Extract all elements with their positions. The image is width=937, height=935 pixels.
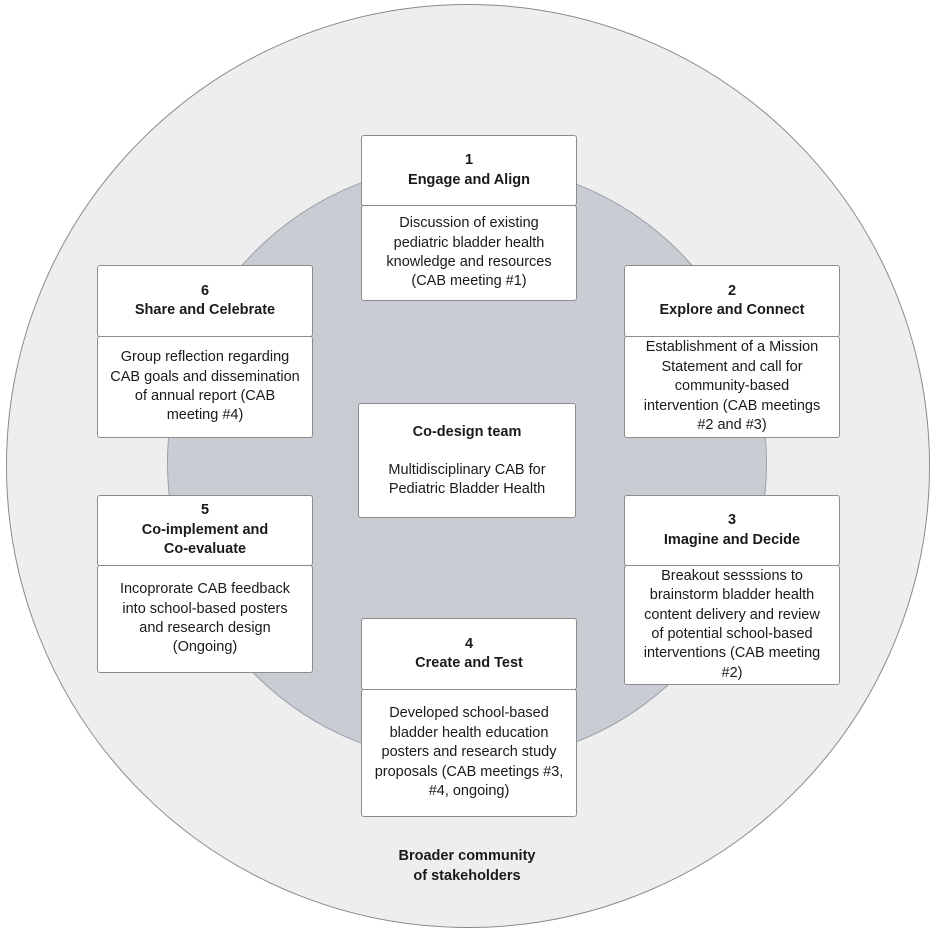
step-description-line: Group reflection regarding [120, 349, 290, 366]
step-description-line: of potential school-based [651, 626, 813, 642]
step-description-line: interventions (CAB meeting [643, 645, 821, 662]
step-title-line: Create and Test [415, 655, 523, 671]
center-subtitle-line: Pediatric Bladder Health [388, 481, 546, 498]
step-description-line: of annual report (CAB [134, 388, 276, 404]
step-description-line: #4, ongoing) [428, 783, 510, 800]
center-title: Co-design team [412, 424, 522, 440]
step-description-line: (CAB meeting #1) [411, 273, 527, 290]
step-number: 1 [464, 152, 474, 169]
step-5-description: Incoprorate CAB feedback into school-base… [97, 565, 313, 673]
step-description-line: #2) [721, 664, 743, 681]
step-number: 3 [727, 512, 737, 529]
broader-community-label-line: Broader community [398, 848, 536, 864]
step-description-line: bladder health education [389, 724, 549, 741]
step-description-line: into school-based posters [122, 600, 288, 617]
step-3-description: Breakout sesssions to brainstorm bladder … [624, 565, 840, 685]
center-subtitle: Multidisciplinary CAB for Pediatric Blad… [359, 461, 575, 500]
step-description-line: knowledge and resources [386, 254, 552, 270]
step-title-line: Engage and Align [408, 171, 530, 188]
step-description-line: CAB goals and dissemination [110, 368, 300, 385]
step-title-line: Explore and Connect [659, 302, 805, 318]
step-number: 6 [200, 282, 210, 299]
step-description-line: brainstorm bladder health [649, 587, 815, 604]
step-description-line: #2 and #3) [697, 417, 767, 434]
step-title-line: Co-implement and [141, 521, 269, 538]
step-description-line: pediatric bladder health [393, 234, 545, 251]
step-title-line: Imagine and Decide [663, 531, 801, 548]
step-title-line: Share and Celebrate [134, 302, 276, 318]
step-description-line: intervention (CAB meetings [643, 397, 821, 414]
center-subtitle-line: Multidisciplinary CAB for [388, 462, 546, 478]
step-description-line: meeting #4) [166, 407, 244, 424]
center-box: Co-design team Multidisciplinary CAB for… [358, 403, 576, 518]
broader-community-label: Broader community of stakeholders [367, 846, 567, 886]
step-description-line: Breakout sesssions to [661, 567, 803, 584]
step-description-line: Statement and call for [661, 358, 803, 375]
step-description-line: posters and research study [381, 744, 557, 761]
step-description-line: Establishment of a Mission [645, 339, 819, 356]
step-number: 4 [464, 635, 474, 652]
step-description-line: Discussion of existing [399, 215, 539, 232]
step-description-line: (Ongoing) [172, 639, 238, 656]
step-description-line: content delivery and review [644, 606, 820, 623]
step-description-line: community-based [674, 378, 790, 395]
step-4-description: Developed school-based bladder health edu… [361, 689, 577, 817]
step-description-line: Developed school-based [389, 705, 549, 722]
broader-community-label-line: of stakeholders [413, 868, 521, 884]
step-number: 5 [200, 502, 210, 519]
step-description-line: proposals (CAB meetings #3, [374, 763, 564, 780]
step-description-line: Incoprorate CAB feedback [119, 581, 291, 598]
step-1-description: Discussion of existing pediatric bladder … [361, 205, 577, 301]
step-description-line: and research design [139, 620, 271, 636]
step-title-line: Co-evaluate [163, 541, 247, 558]
step-number: 2 [727, 282, 737, 299]
